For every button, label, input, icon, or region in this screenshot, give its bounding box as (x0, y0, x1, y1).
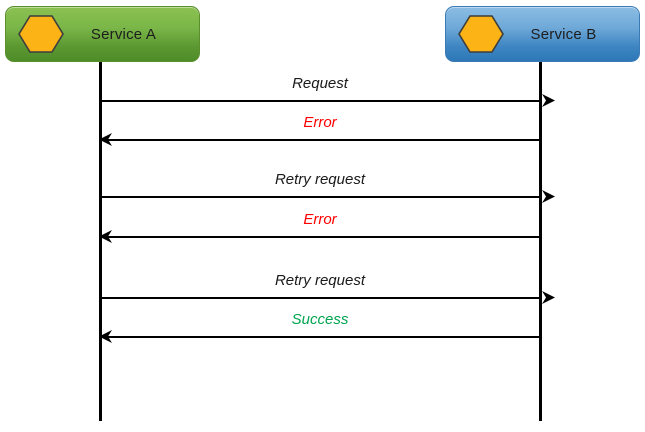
participant-label-service-a: Service A (90, 25, 157, 43)
message-line (99, 336, 541, 338)
hexagon-icon (18, 14, 64, 54)
lifeline-service-a (99, 62, 102, 421)
participant-label-service-b: Service B (530, 25, 597, 43)
message-line (99, 297, 541, 299)
message-label: Error (303, 211, 337, 228)
message-label: Success (291, 311, 349, 328)
message-line (99, 236, 541, 238)
message-line (99, 196, 541, 198)
participant-service-b[interactable]: Service B (445, 6, 640, 62)
message-line (99, 139, 541, 141)
message-label: Request (292, 75, 348, 92)
message-label: Retry request (274, 171, 366, 188)
message-label: Error (303, 114, 337, 131)
message-label: Retry request (274, 272, 366, 289)
hexagon-icon (458, 14, 504, 54)
message-line (99, 100, 541, 102)
participant-service-a[interactable]: Service A (5, 6, 200, 62)
lifeline-service-b (539, 62, 542, 421)
